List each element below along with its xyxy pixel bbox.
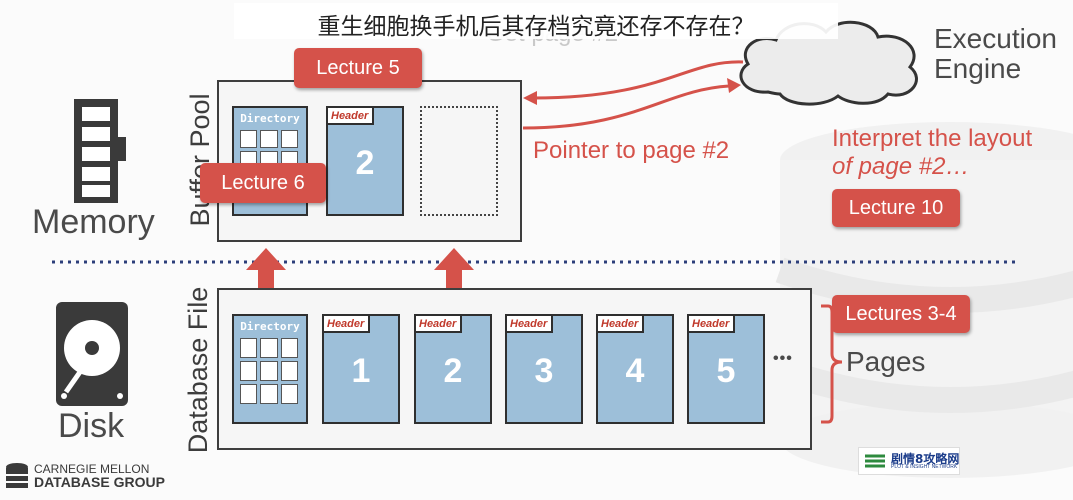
watermark-logo-icon [865,454,885,468]
watermark-subtitle: PLOT & INSIGHT NETWORK [891,464,958,470]
db-directory-page: Directory [232,314,308,424]
lecture-5-badge: Lecture 5 [294,48,422,88]
up-arrow-icon [246,248,286,300]
interpret-line2: of page #2… [832,153,970,180]
db-page-number: 5 [716,352,736,390]
watermark: 剧情8攻略网 PLOT & INSIGHT NETWORK [858,447,960,475]
up-arrow-icon [434,248,474,300]
database-logo-icon [6,463,28,488]
db-page: Header 2 [414,314,492,424]
db-page: Header 4 [596,314,674,424]
db-directory-title: Directory [240,320,300,333]
db-page: Header 5 [687,314,765,424]
pages-label: Pages [846,346,926,377]
lecture-10-badge: Lecture 10 [832,189,960,227]
db-directory-grid [240,338,298,404]
db-page-header: Header [416,316,463,333]
more-pages-ellipsis: ••• [773,350,793,367]
db-page-header: Header [598,316,645,333]
memory-chip-icon [74,99,126,203]
db-page-header: Header [689,316,736,333]
db-page: Header 3 [505,314,583,424]
buffer-pool-label: Buffer Pool [185,93,215,227]
buffer-directory-title: Directory [240,112,300,125]
db-page-number: 4 [625,352,645,390]
lecture-6-badge: Lecture 6 [200,163,326,203]
db-page-number: 2 [443,352,463,390]
footer-line2: DATABASE GROUP [34,474,165,490]
disk-label: Disk [58,407,125,445]
cloud-icon [739,20,918,106]
execution-engine-label: Execution Engine [934,24,1057,84]
empty-frame [420,106,498,216]
execution-engine-line1: Execution [934,23,1057,54]
db-page-header: Header [324,316,371,333]
engine-arrows [522,60,744,130]
footer-line1: CARNEGIE MELLON [34,462,150,476]
execution-engine-line2: Engine [934,53,1022,84]
buffer-page-number: 2 [355,144,375,182]
pointer-label: Pointer to page #2 [533,137,730,164]
title-banner: 重生细胞换手机后其存档究竟还存不存在？ [234,3,838,40]
buffer-page-header: Header [328,108,375,125]
memory-disk-divider [52,260,1018,264]
pages-brace-icon [821,304,843,424]
db-page-header: Header [507,316,554,333]
db-page: Header 1 [322,314,400,424]
memory-label: Memory [32,203,155,241]
hard-disk-icon [56,302,128,406]
db-page-number: 3 [534,352,554,390]
lectures-3-4-badge: Lectures 3-4 [832,295,970,333]
banner-title: 重生细胞换手机后其存档究竟还存不存在？ [317,14,755,40]
buffer-page-2: Header 2 [326,106,404,216]
db-page-number: 1 [351,352,371,390]
watermark-title: 剧情8攻略网 [891,452,960,466]
interpret-text: Interpret the layout of page #2… [832,125,1032,181]
interpret-line1: Interpret the layout [832,125,1033,152]
database-file-label: Database File [183,286,213,454]
